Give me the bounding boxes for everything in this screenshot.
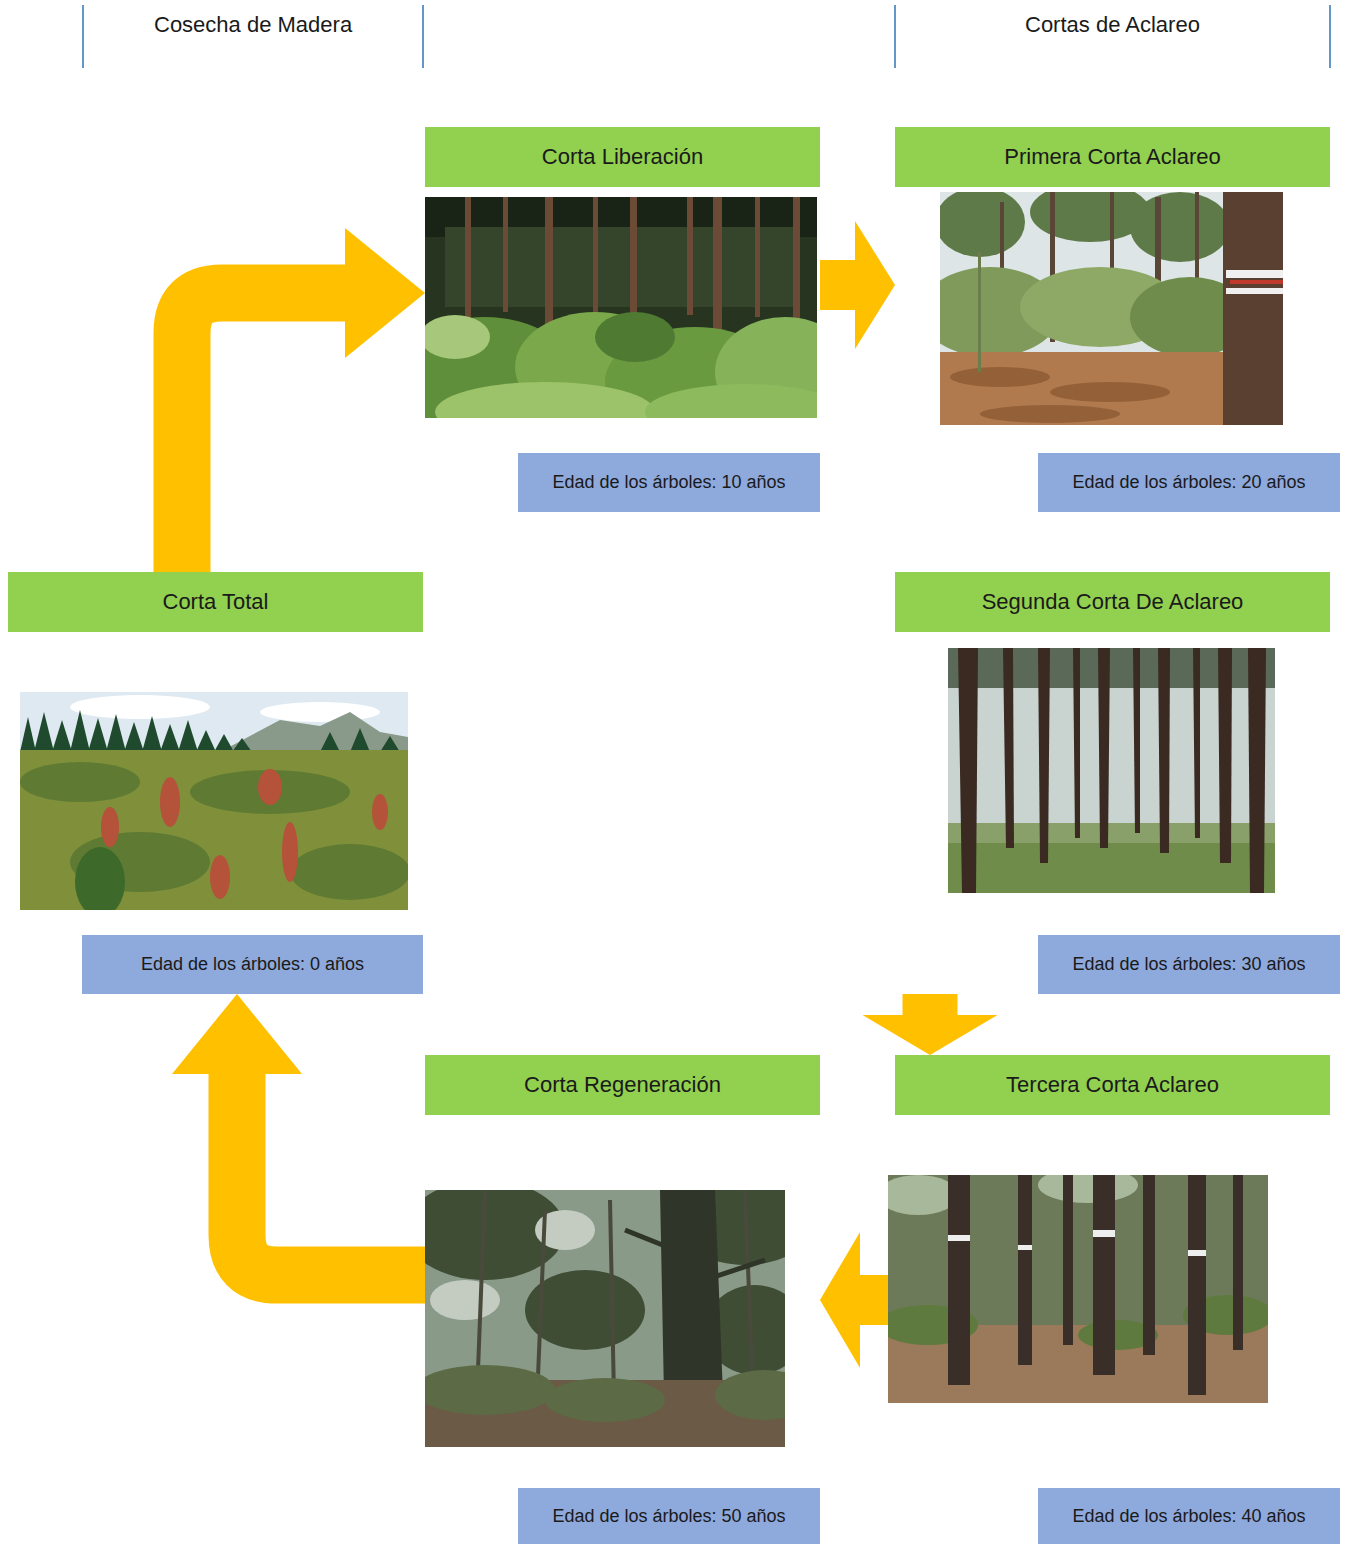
forest-photo xyxy=(948,648,1275,893)
stage-title: Corta Liberación xyxy=(542,144,703,170)
section-heading: Cosecha de Madera xyxy=(154,12,352,38)
stage-panel: Corta LiberaciónEdad de los árboles: 10 … xyxy=(425,127,820,512)
stage-title-bar: Primera Corta Aclareo xyxy=(895,127,1330,187)
stage-title-bar: Corta Total xyxy=(8,572,423,632)
age-text: Edad de los árboles: 40 años xyxy=(1072,1506,1305,1527)
header-brackets xyxy=(83,5,1330,68)
age-box: Edad de los árboles: 30 años xyxy=(1038,935,1340,994)
age-box: Edad de los árboles: 10 años xyxy=(518,453,820,512)
age-box: Edad de los árboles: 0 años xyxy=(82,935,423,994)
arrow-shaft xyxy=(859,1275,888,1325)
arrow-shaft xyxy=(820,260,856,310)
arrow-shaft xyxy=(237,1073,425,1275)
stage-panel: Segunda Corta De AclareoEdad de los árbo… xyxy=(895,572,1340,994)
stage-title: Primera Corta Aclareo xyxy=(1004,144,1220,170)
stage-title: Segunda Corta De Aclareo xyxy=(982,589,1244,615)
forest-photo xyxy=(395,197,855,442)
arrow-head xyxy=(863,1015,998,1055)
stage-title-bar: Corta Liberación xyxy=(425,127,820,187)
arrow-head xyxy=(345,228,425,358)
arrow-head xyxy=(172,994,302,1074)
stage-title-bar: Segunda Corta De Aclareo xyxy=(895,572,1330,632)
arrow-shaft xyxy=(182,293,346,572)
forest-photo xyxy=(405,1175,815,1447)
stage-title-bar: Corta Regeneración xyxy=(425,1055,820,1115)
arrow-head xyxy=(855,221,895,349)
stage-title-bar: Tercera Corta Aclareo xyxy=(895,1055,1330,1115)
stage-panel: Tercera Corta AclareoEdad de los árboles… xyxy=(888,1055,1340,1544)
field-photo xyxy=(20,692,410,917)
age-text: Edad de los árboles: 50 años xyxy=(552,1506,785,1527)
section-heading: Cortas de Aclareo xyxy=(1025,12,1200,38)
block-arrow xyxy=(863,994,998,1055)
age-text: Edad de los árboles: 10 años xyxy=(552,472,785,493)
age-box: Edad de los árboles: 20 años xyxy=(1038,453,1340,512)
forest-photo xyxy=(920,182,1283,425)
age-text: Edad de los árboles: 0 años xyxy=(141,954,364,975)
forest-photo xyxy=(878,1167,1273,1403)
block-arrow xyxy=(820,221,895,349)
block-arrow xyxy=(820,1232,888,1368)
block-arrow xyxy=(182,228,425,572)
stage-panel: Corta TotalEdad de los árboles: 0 años xyxy=(8,572,423,994)
arrow-shaft xyxy=(903,994,958,1016)
stage-panel: Corta RegeneraciónEdad de los árboles: 5… xyxy=(425,1055,820,1544)
age-text: Edad de los árboles: 20 años xyxy=(1072,472,1305,493)
age-box: Edad de los árboles: 50 años xyxy=(518,1488,820,1544)
stage-title: Corta Total xyxy=(163,589,269,615)
age-text: Edad de los árboles: 30 años xyxy=(1072,954,1305,975)
stage-title: Tercera Corta Aclareo xyxy=(1006,1072,1219,1098)
arrow-head xyxy=(820,1232,860,1368)
stage-panel: Primera Corta AclareoEdad de los árboles… xyxy=(895,127,1340,512)
block-arrow xyxy=(172,994,425,1275)
age-box: Edad de los árboles: 40 años xyxy=(1038,1488,1340,1544)
stage-title: Corta Regeneración xyxy=(524,1072,721,1098)
